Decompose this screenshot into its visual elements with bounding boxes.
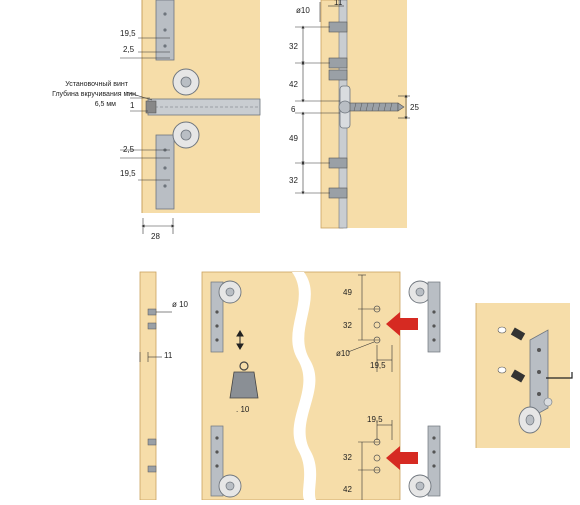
weight-label: . 10 <box>236 405 250 414</box>
dim-25: 25 <box>410 103 419 112</box>
screw-note-line3: 6,5 мм <box>95 101 116 108</box>
adjust-arrow-icon <box>236 330 244 350</box>
dim-32-bm-bottom: 32 <box>343 453 352 462</box>
dim-2-5-top: 2,5 <box>123 45 135 54</box>
dim-11: 11 <box>334 0 343 7</box>
top-left-view: 19,5 2,5 1 2,5 19,5 28 Установочный винт… <box>52 0 261 241</box>
dim-1: 1 <box>130 101 135 110</box>
dim-d10-bm: ø10 <box>336 349 350 358</box>
top-middle-view: ø10 11 32 42 6 49 32 25 <box>289 0 419 229</box>
dim-2-5-bottom: 2,5 <box>123 145 135 154</box>
dim-32-bm-top: 32 <box>343 321 352 330</box>
dim-49: 49 <box>289 134 298 143</box>
dim-28: 28 <box>151 232 160 241</box>
dim-19-5-bottom: 19,5 <box>120 169 136 178</box>
screw-side <box>349 102 405 112</box>
screw-note-line2: Глубина вкручивания мин. <box>52 90 138 98</box>
dim-6: 6 <box>291 105 296 114</box>
horizontal-bar <box>147 98 261 116</box>
dim-42: 42 <box>289 80 298 89</box>
screw-note-line1: Установочный винт <box>65 80 129 88</box>
wall-plug-icon <box>497 326 526 383</box>
hinge-right-top <box>408 280 441 353</box>
hinge-right-bottom <box>408 425 441 498</box>
dim-32-bottom: 32 <box>289 176 298 185</box>
dim-19-5-bm-bottom: 19,5 <box>367 415 383 424</box>
dim-19-5-bm-top: 19,5 <box>370 361 386 370</box>
dim-32-top: 32 <box>289 42 298 51</box>
bottom-right-detail <box>475 303 573 448</box>
adjust-screw <box>145 100 157 114</box>
hinge-rail-lower <box>155 134 175 210</box>
dim-11-left: 11 <box>164 351 173 360</box>
dim-49-bm: 49 <box>343 288 352 297</box>
roller-lower <box>172 121 200 149</box>
break-line <box>292 272 317 500</box>
dim-19-5-top: 19,5 <box>120 29 136 38</box>
red-arrow-icon-bottom <box>386 446 418 470</box>
hinge-left-bottom <box>210 425 242 498</box>
red-arrow-icon-top <box>386 312 418 336</box>
bottom-middle-view: . 10 49 32 ø10 19,5 19,5 32 42 <box>201 271 441 501</box>
dim-d10: ø10 <box>296 6 310 15</box>
hinge-fitting-icon <box>518 329 573 434</box>
bottom-left-view: ø 10 11 <box>139 271 189 501</box>
dim-42-bm: 42 <box>343 485 352 494</box>
roller-side <box>338 85 352 129</box>
wall-wood <box>345 0 407 228</box>
weight-icon <box>229 361 259 399</box>
dim-d10-left: ø 10 <box>172 300 189 309</box>
roller-upper <box>172 68 200 96</box>
hinge-left-top <box>210 280 242 353</box>
